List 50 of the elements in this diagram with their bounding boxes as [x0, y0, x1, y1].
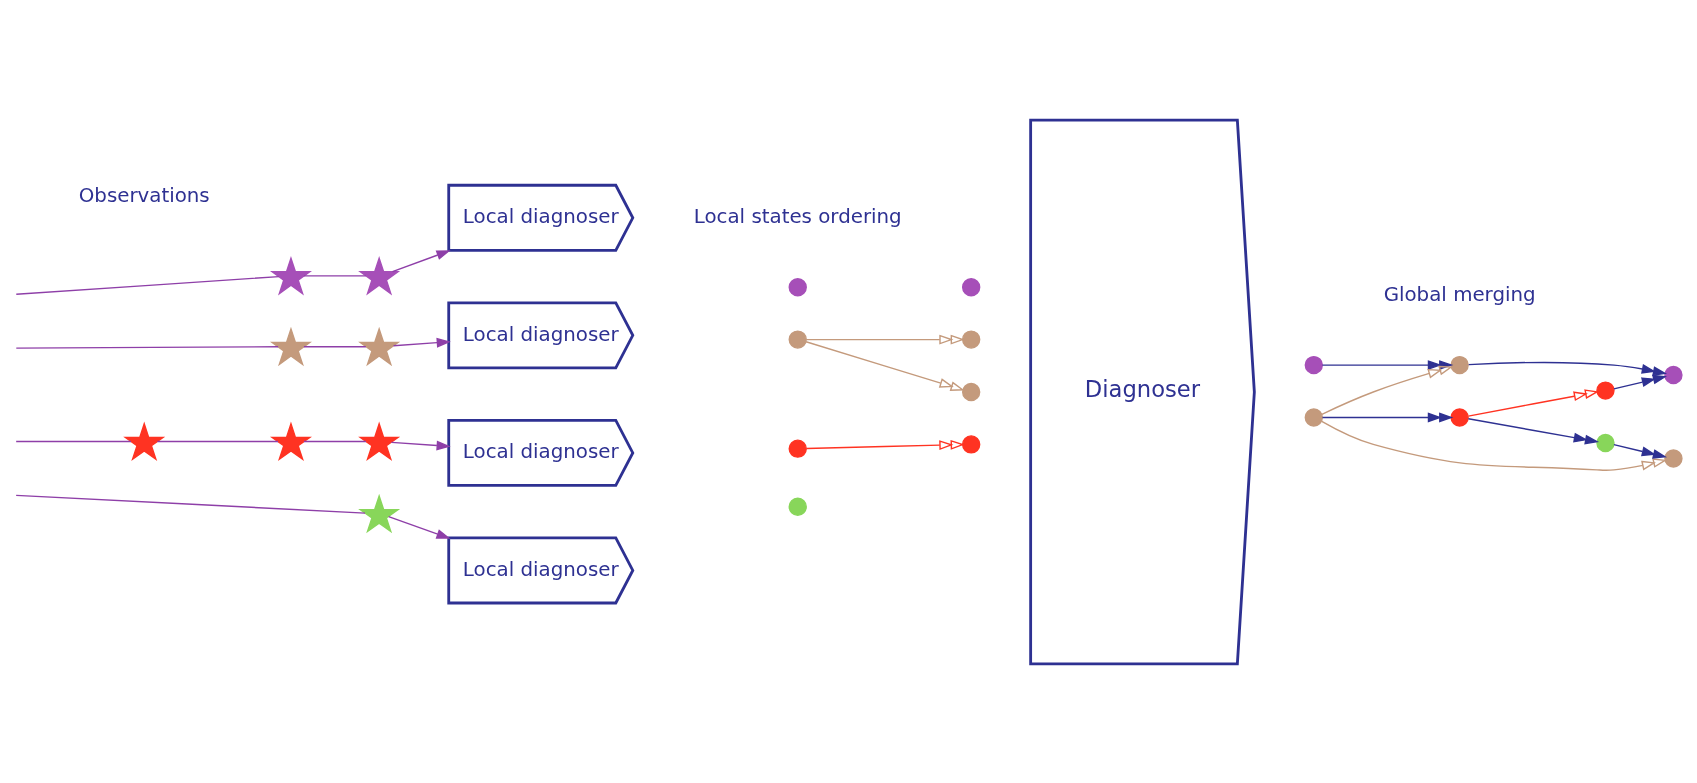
arrow: [1613, 374, 1667, 390]
arrow: [1468, 361, 1668, 376]
arrow: [387, 515, 451, 539]
connector: [303, 274, 367, 277]
connector: [156, 440, 279, 442]
node-circle: [961, 434, 981, 454]
node-circle: [1664, 365, 1683, 384]
connector: [15, 440, 132, 442]
node-star: [358, 255, 401, 295]
node-star: [269, 326, 312, 366]
node-circle: [1450, 407, 1469, 427]
node-circle: [961, 277, 981, 296]
connector: [15, 275, 280, 295]
arrow: [1467, 388, 1600, 417]
arrow: [805, 340, 965, 391]
node-star: [123, 421, 166, 461]
node-circle: [1596, 433, 1615, 452]
label: Observations: [78, 183, 210, 207]
node-circle: [1450, 355, 1469, 374]
arrow: [1613, 443, 1667, 459]
node-star: [358, 493, 401, 533]
node-star: [358, 421, 401, 461]
node-circle: [1664, 448, 1683, 468]
connector: [15, 345, 279, 349]
node-circle: [788, 497, 807, 516]
connector: [303, 345, 367, 347]
arrow: [391, 249, 451, 272]
connector: [303, 440, 367, 442]
arrow: [805, 439, 965, 450]
node-star: [269, 421, 312, 461]
node-star: [269, 255, 312, 295]
node-circle: [788, 329, 807, 349]
arrow: [1467, 417, 1600, 444]
node-star: [358, 326, 401, 366]
connector: [15, 494, 366, 514]
arrow: [392, 337, 451, 348]
node-circle: [961, 329, 981, 349]
node-circle: [1596, 380, 1615, 400]
node-circle: [961, 382, 981, 401]
node-circle: [1304, 355, 1323, 374]
node-circle: [788, 277, 807, 296]
arrow: [1321, 365, 1454, 415]
arrow: [805, 334, 965, 345]
arrow: [1321, 412, 1454, 422]
arrow: [1321, 420, 1668, 471]
arrow: [390, 440, 451, 450]
label: Local states ordering: [693, 204, 902, 228]
node-circle: [788, 438, 807, 458]
node-circle: [1304, 407, 1323, 427]
label: Global merging: [1383, 282, 1536, 306]
